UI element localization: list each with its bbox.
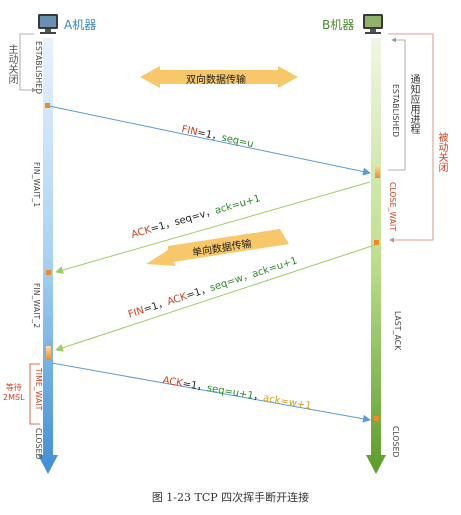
passive-close-note: 被动关闭 bbox=[436, 132, 447, 172]
timeline-a bbox=[38, 38, 58, 474]
state-b-close-wait: CLOSE_WAIT bbox=[388, 182, 397, 232]
marker-b-fin-sent bbox=[374, 240, 379, 245]
wait-2msl-line1: 等待 bbox=[5, 383, 22, 392]
message-arrow-fin2 bbox=[55, 244, 376, 352]
state-b-last-ack: LAST_ACK bbox=[393, 311, 402, 351]
state-a-time-wait: TIME_WAIT bbox=[34, 368, 43, 411]
figure-caption: 图 1-23 TCP 四次挥手断开连接 bbox=[151, 491, 310, 504]
computer-b-icon bbox=[363, 14, 383, 34]
notify-app-note: 通知应用进程 bbox=[408, 74, 419, 134]
wait-2msl-note: 等待 2MSL bbox=[3, 383, 25, 402]
bidirectional-banner bbox=[140, 66, 298, 88]
marker-b-closed bbox=[374, 416, 379, 421]
state-a-fin-wait-2: FIN_WAIT_2 bbox=[32, 283, 41, 329]
host-a-label: A机器 bbox=[64, 18, 97, 32]
message-arrow-ack1 bbox=[55, 181, 371, 274]
message-arrow-fin1 bbox=[48, 105, 371, 176]
state-a-closed: CLOSED bbox=[34, 428, 43, 460]
state-a-fin-wait-1: FIN_WAIT_1 bbox=[32, 162, 41, 208]
notify-app-bracket bbox=[388, 37, 406, 171]
message-arrow-ack2 bbox=[51, 362, 371, 423]
active-close-bracket bbox=[19, 33, 37, 93]
wait-2msl-bracket bbox=[29, 363, 40, 425]
unidirectional-banner bbox=[146, 229, 289, 266]
marker-a-time-wait bbox=[46, 346, 51, 360]
computer-a-icon bbox=[38, 14, 58, 34]
marker-b-close-wait bbox=[375, 165, 380, 178]
state-b-established: ESTABLISHED bbox=[391, 84, 400, 138]
marker-a-fin-sent bbox=[45, 103, 50, 108]
bidirectional-banner-label: 双向数据传输 bbox=[186, 75, 246, 86]
state-b-closed: CLOSED bbox=[391, 426, 400, 458]
marker-a-ack-recv bbox=[46, 270, 51, 275]
wait-2msl-line2: 2MSL bbox=[3, 392, 25, 402]
passive-close-bracket bbox=[388, 33, 434, 243]
active-close-note: 主动关闭 bbox=[6, 44, 17, 84]
timeline-b bbox=[366, 38, 386, 474]
host-b-label: B机器 bbox=[322, 18, 355, 32]
state-a-established: ESTABLISHED bbox=[34, 41, 43, 95]
